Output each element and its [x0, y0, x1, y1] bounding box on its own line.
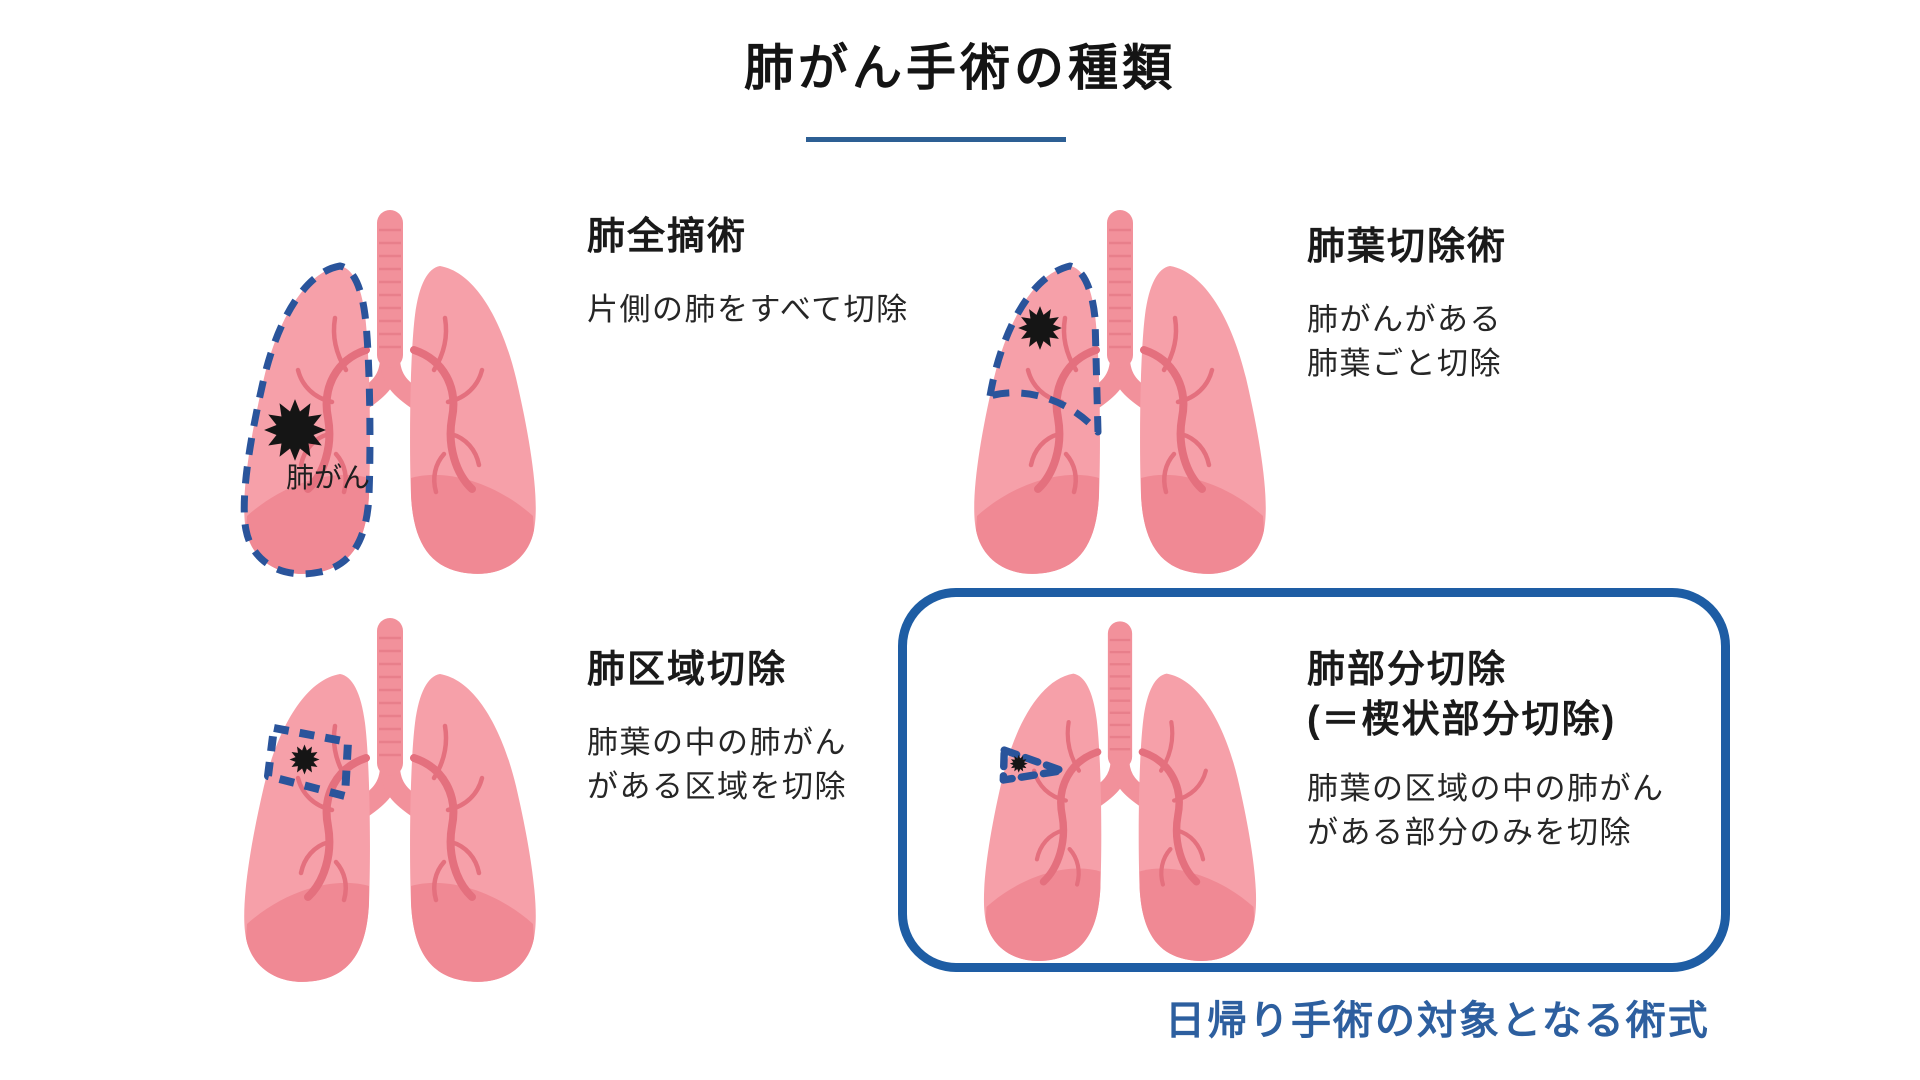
resection-outline-lobe — [986, 262, 1102, 436]
lungs-art — [244, 210, 536, 574]
lungs-art — [244, 618, 536, 982]
section-description: 肺葉の中の肺がん がある区域を切除 — [587, 721, 847, 808]
resection-outline-whole-lung — [240, 262, 374, 578]
section-wedge-resection: 肺部分切除 (＝楔状部分切除) 肺葉の区域の中の肺がん がある部分のみを切除 — [1307, 645, 1665, 854]
section-lobectomy: 肺葉切除術 肺がんがある 肺葉ごと切除 — [1307, 222, 1507, 385]
section-heading: 肺部分切除 (＝楔状部分切除) — [1307, 645, 1665, 745]
desc-line-2: がある区域を切除 — [587, 768, 847, 804]
section-segmentectomy: 肺区域切除 肺葉の中の肺がん がある区域を切除 — [587, 645, 847, 808]
desc-line-2: がある部分のみを切除 — [1307, 814, 1632, 850]
desc-line-1: 肺葉の中の肺がん — [587, 725, 847, 761]
day-surgery-highlight-box — [898, 588, 1730, 972]
section-heading: 肺全摘術 — [587, 216, 748, 258]
section-heading: 肺区域切除 — [587, 649, 788, 691]
title-underline — [806, 137, 1066, 142]
lungs-illustration-lobectomy — [920, 200, 1320, 620]
section-description: 肺葉の区域の中の肺がん がある部分のみを切除 — [1307, 767, 1665, 854]
section-heading: 肺葉切除術 — [1307, 226, 1508, 268]
resection-outline-wedge — [999, 746, 1066, 784]
section-description: 肺がんがある 肺葉ごと切除 — [1307, 298, 1507, 385]
lungs-art — [984, 621, 1256, 961]
desc-line-2: 肺葉ごと切除 — [1307, 345, 1502, 381]
section-description: 片側の肺をすべて切除 — [587, 292, 909, 328]
tumor-label: 肺がん — [286, 462, 370, 493]
section-pneumonectomy: 肺全摘術 片側の肺をすべて切除 — [587, 212, 909, 332]
day-surgery-caption: 日帰り手術の対象となる術式 — [1165, 999, 1710, 1043]
page-title: 肺がん手術の種類 — [744, 40, 1176, 96]
desc-line-1: 肺がんがある — [1307, 302, 1502, 338]
lungs-illustration-pneumonectomy: 肺がん — [190, 200, 590, 620]
lungs-art — [974, 210, 1266, 574]
desc-line-1: 肺葉の区域の中の肺がん — [1307, 771, 1665, 807]
lungs-illustration-segmentectomy — [190, 608, 590, 1028]
heading-line-2: (＝楔状部分切除) — [1307, 699, 1617, 742]
lungs-illustration-wedge-resection — [933, 612, 1307, 1004]
heading-line-1: 肺部分切除 — [1307, 649, 1508, 691]
